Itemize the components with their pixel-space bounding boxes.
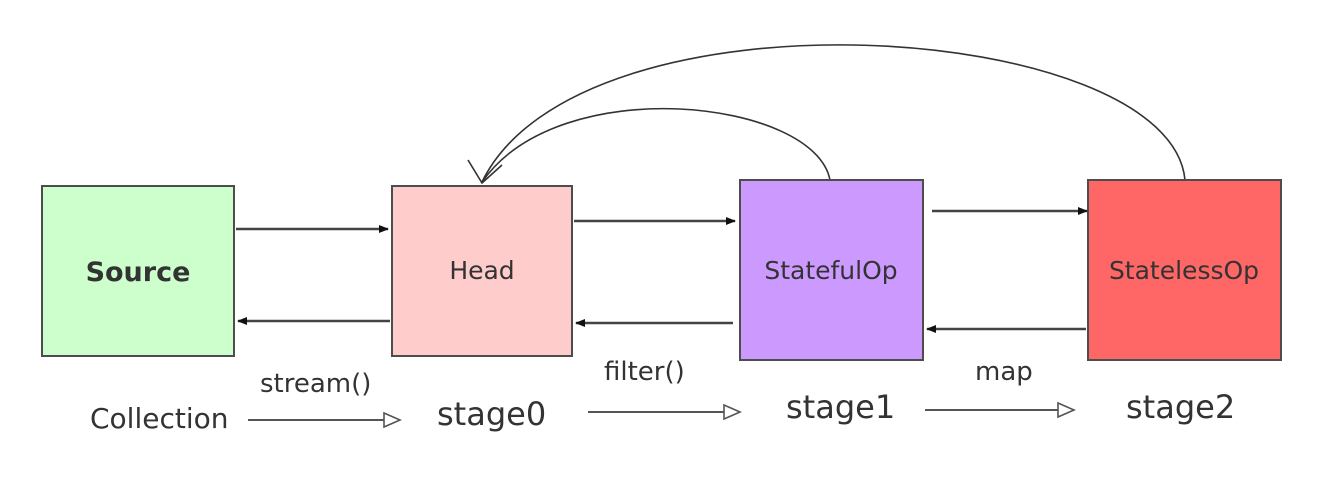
stage0-label: stage0 <box>437 395 546 433</box>
collection-label: Collection <box>90 402 229 435</box>
stateless-op-node-label: StatelessOp <box>1109 256 1259 285</box>
stateless-to-head-curve <box>481 44 1186 183</box>
source-node <box>41 185 235 357</box>
stateless-op-node <box>1087 179 1282 361</box>
head-entry-arrowhead-icon <box>467 159 503 185</box>
stream-op-arrowhead-icon <box>383 411 402 429</box>
head-node <box>391 185 573 357</box>
stateful-op-node-label: StatefulOp <box>764 256 897 285</box>
source-node-label: Source <box>86 257 191 288</box>
stateful-op-node <box>739 179 924 361</box>
filter-op-label: filter() <box>604 357 685 387</box>
stateful-to-head-curve <box>481 107 831 183</box>
map-op-label: map <box>975 357 1033 387</box>
head-node-label: Head <box>449 256 514 285</box>
stage2-label: stage2 <box>1126 388 1235 426</box>
stream-op-label: stream() <box>260 369 371 399</box>
map-op-arrowhead-icon <box>1057 401 1076 419</box>
filter-op-arrowhead-icon <box>723 403 742 421</box>
stage1-label: stage1 <box>786 388 895 426</box>
